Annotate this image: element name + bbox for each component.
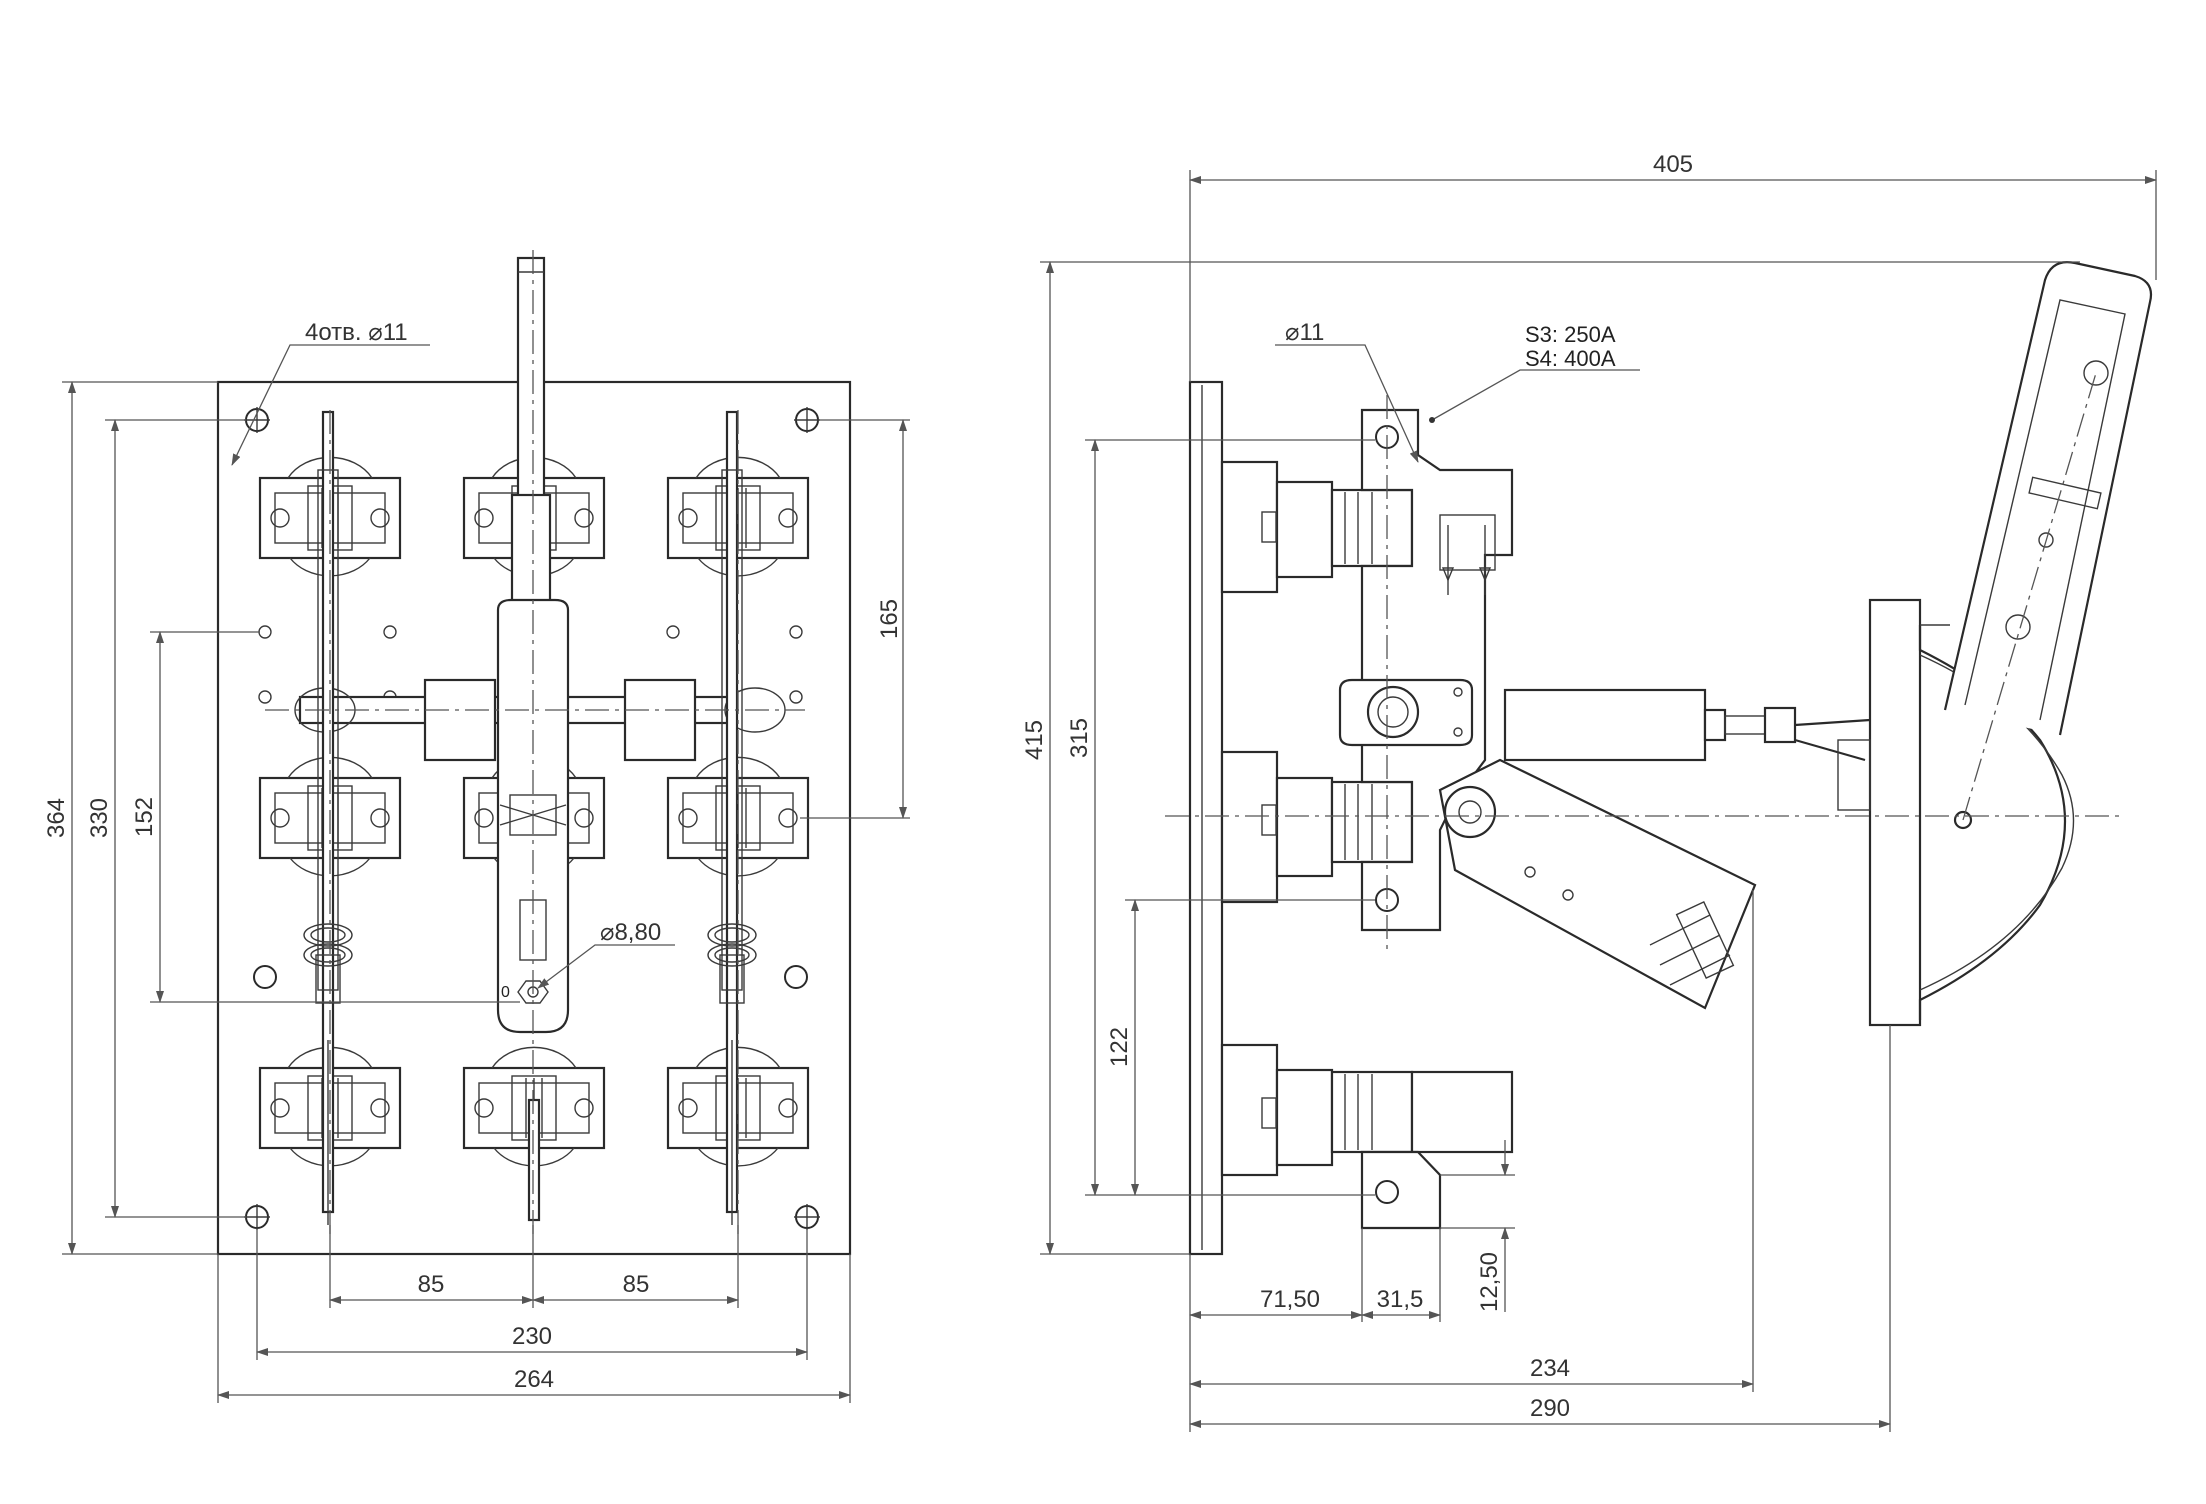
front-view: 0 364 330 152 [43,250,910,1403]
svg-text:31,5: 31,5 [1377,1286,1424,1313]
dim-234: 234 [1189,890,1754,1432]
dim-364: 364 [43,381,218,1255]
svg-text:230: 230 [512,1323,552,1350]
svg-text:⌀11: ⌀11 [1285,319,1324,346]
rating-s4: S4: 400A [1525,346,1616,371]
svg-text:165: 165 [876,599,903,639]
svg-text:⌀8,80: ⌀8,80 [600,919,661,946]
side-contact-top [1220,460,1414,594]
svg-text:85: 85 [623,1271,650,1298]
front-knife-blades [303,410,757,1225]
side-swing-arm [1438,758,1757,1010]
dim-71-50-31-5: 71,50 31,5 [1189,1228,1441,1322]
front-holes-callout: 4отв. ⌀11 [231,319,430,466]
dim-122: 122 [1106,899,1375,1196]
side-handle-lever [1943,261,2153,821]
dim-152: 152 [131,631,520,1003]
svg-text:330: 330 [86,798,113,838]
dim-165: 165 [800,419,910,819]
dim-415: 415 [1021,261,2080,1255]
side-ratings-callout: S3: 250A S4: 400A [1429,322,1640,423]
side-handle-housing [1837,598,2075,1027]
svg-text:234: 234 [1530,1355,1570,1382]
position-mark: 0 [501,984,510,1001]
dim-330: 330 [86,419,246,1218]
svg-text:85: 85 [418,1271,445,1298]
svg-text:4отв. ⌀11: 4отв. ⌀11 [305,319,408,346]
front-handle-hole-callout: ⌀8,80 [537,919,675,989]
dim-230: 230 [256,1230,808,1360]
side-bracket [1360,408,1514,932]
dim-85-85: 85 85 [329,1225,739,1308]
side-contact-middle [1220,750,1424,904]
svg-text:152: 152 [131,797,158,837]
dim-405: 405 [1189,151,2157,382]
dim-264: 264 [217,1254,851,1403]
svg-text:290: 290 [1530,1395,1570,1422]
side-push-rod [1503,688,1871,762]
svg-text:315: 315 [1066,718,1093,758]
side-crank [1338,678,1474,747]
svg-text:415: 415 [1021,720,1048,760]
side-hole-callout: ⌀11 [1275,319,1419,463]
side-bottom-bracket [1360,1150,1442,1230]
side-view: 405 415 315 122 12,50 [1021,151,2157,1432]
svg-text:405: 405 [1653,151,1693,178]
dim-290: 290 [1189,1025,1891,1432]
svg-text:12,50: 12,50 [1476,1252,1503,1312]
svg-text:364: 364 [43,798,70,838]
svg-text:71,50: 71,50 [1260,1286,1320,1313]
rating-s3: S3: 250A [1525,322,1616,347]
svg-text:264: 264 [514,1366,554,1393]
svg-text:122: 122 [1106,1027,1133,1067]
dim-12-50: 12,50 [1440,1140,1515,1312]
side-contact-bottom [1220,1043,1514,1177]
side-base-plate [1188,380,1224,1256]
